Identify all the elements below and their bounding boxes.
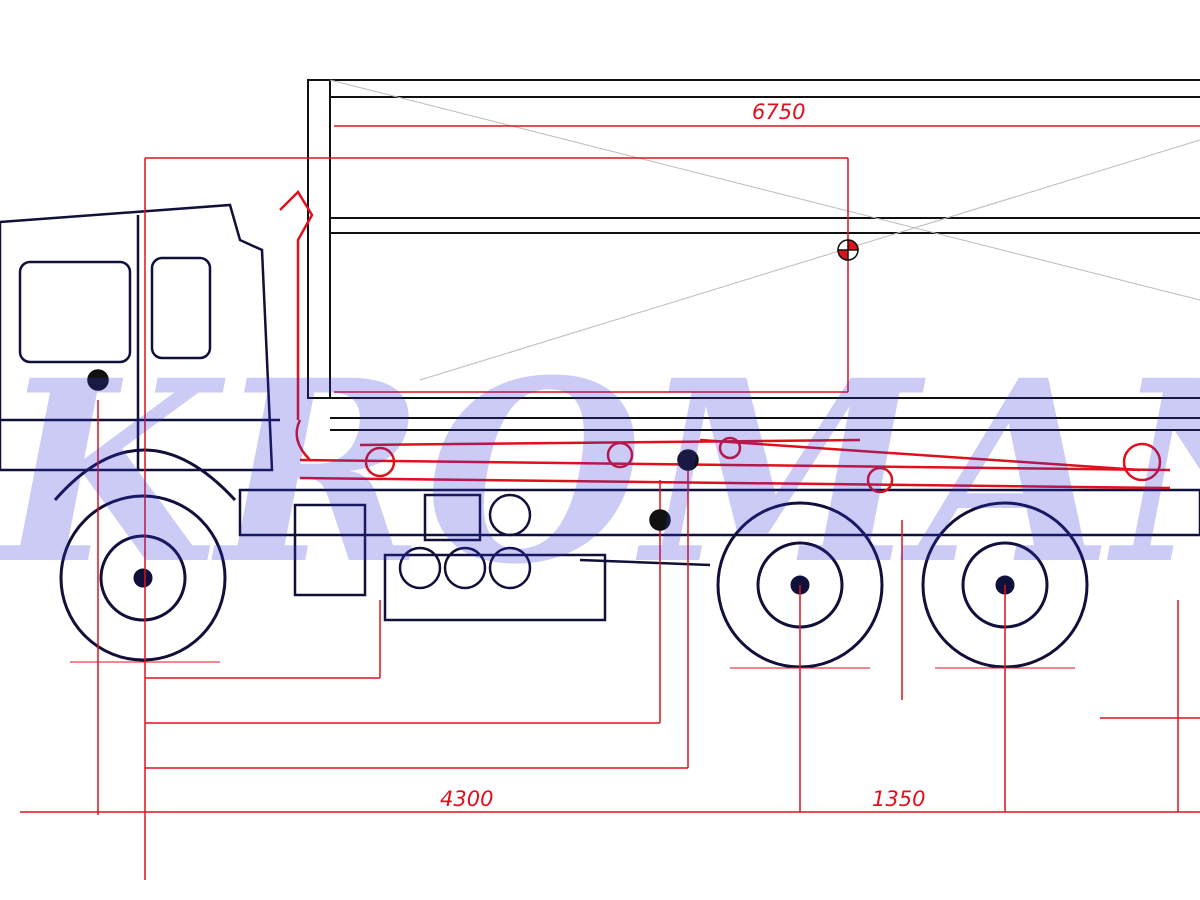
dimension-wheelbase: 4300 <box>440 787 493 811</box>
chassis <box>238 488 1200 622</box>
hooklift-system <box>279 189 1171 494</box>
dimension-rear-axle-spacing: 1350 <box>872 787 925 811</box>
container-body <box>307 79 1200 431</box>
center-of-gravity-markers <box>87 239 859 531</box>
watermark-logo: KROMANN <box>0 325 1200 619</box>
truck-cab <box>0 203 280 472</box>
ground-hatch <box>70 661 1075 669</box>
dimension-body-length: 6750 <box>752 100 805 124</box>
dimension-lines <box>20 125 1200 880</box>
front-wheel <box>59 494 227 662</box>
